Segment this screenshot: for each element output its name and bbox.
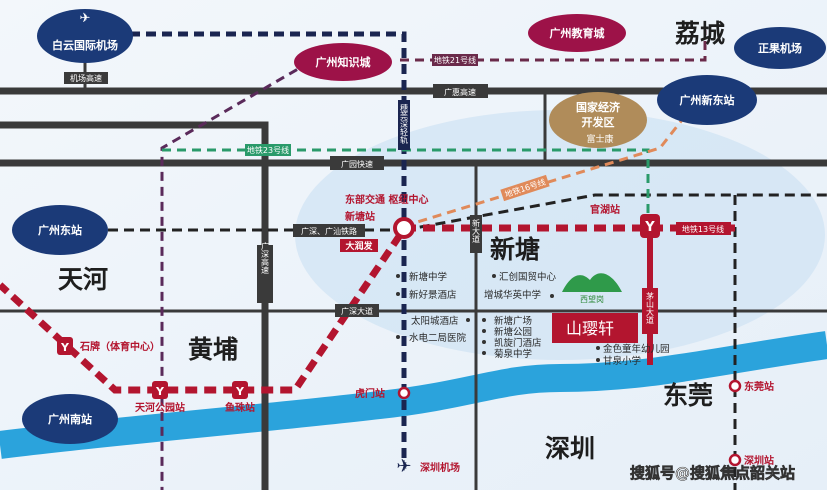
guangshen-highway-label: 广深高速 [261, 241, 270, 275]
maoshan-avenue-label: 茅山大道 [646, 291, 655, 325]
guangshen-avenue-label: 广深大道 [341, 306, 373, 316]
poi-list: 新塘中学 新好景酒店 太阳城酒店 水电二局医院 汇创国贸中心 增城华英中学 新塘… [396, 271, 670, 367]
econ-zone-label-1: 国家经济 [576, 100, 621, 114]
xintang-area-bubble [295, 110, 825, 360]
knowledge-city-label: 广州知识城 [316, 55, 371, 69]
poi-label: 太阳城酒店 [411, 315, 459, 327]
station-labels: 东部交通 枢纽中心 新塘站 大润发 官湖站 石牌（体育中心） 天河公园站 鱼珠站… [79, 193, 774, 474]
baiyun-airport-oval [37, 9, 133, 63]
dongguan-station-label: 东莞站 [744, 380, 774, 393]
baiyun-airport-label: 白云国际机场 [52, 38, 118, 52]
station-icons: Y Y Y Y ✈ [57, 214, 742, 477]
east-station-label: 广州东站 [38, 223, 82, 237]
region-labels: 荔城 天河 黄埔 新塘 东莞 深圳 [58, 19, 725, 463]
poi-label: 水电二局医院 [409, 332, 467, 344]
tianhe-park-metro-icon [152, 381, 168, 399]
yuzhu-metro-icon [232, 381, 248, 399]
south-station-label: 广州南站 [48, 412, 92, 426]
lichen-label: 荔城 [675, 19, 725, 48]
guangshen-highway [0, 121, 269, 490]
light-rail-line [130, 31, 407, 460]
metro-line-5 [0, 233, 403, 394]
line23-label: 地铁23号线 [247, 145, 289, 155]
landmark-ovals: ✈ 白云国际机场 广州知识城 广州教育城 正果机场 广州新东站 国家经济 开发区… [12, 9, 826, 444]
tianhe-label: 天河 [58, 265, 108, 294]
light-rail-label: 穗莞深轻轨 [400, 103, 409, 145]
poi-label: 新好景酒店 [409, 289, 457, 301]
svg-text:Y: Y [60, 341, 70, 354]
mountain-label: 西望岗 [580, 294, 604, 304]
econ-zone-oval [549, 92, 647, 148]
shipai-label: 石牌（体育中心） [79, 340, 160, 353]
yuzhu-label: 鱼珠站 [225, 401, 255, 414]
poi-label: 汇创国贸中心 [499, 271, 557, 283]
shenzhen-airport-plane-icon: ✈ [396, 456, 411, 477]
fushikang-label: 富士康 [586, 133, 613, 145]
svg-text:Y: Y [235, 385, 245, 398]
hub-label: 东部交通 枢纽中心 [345, 193, 428, 206]
guangyuan-label: 广园快速 [341, 159, 373, 169]
humen-label: 虎门站 [355, 387, 385, 400]
dongguan-station-icon [728, 379, 742, 393]
guanhu-metro-icon [640, 214, 660, 238]
project-label: 山璎轩 [566, 319, 614, 338]
road-labels: 机场高速 广惠高速 广园快速 广深高速 广深大道 广深、广汕铁路 穗莞深轻轨 新… [64, 72, 658, 334]
project-marker[interactable] [552, 313, 638, 343]
poi-label: 凯旋门酒店 [494, 337, 542, 349]
darunfa-label: 大润发 [345, 240, 373, 252]
shenzhen-station-label: 深圳站 [744, 454, 774, 467]
train-station-icon [393, 217, 415, 239]
railway-east [403, 193, 827, 232]
education-city-label: 广州教育城 [550, 26, 605, 40]
poi-label: 新塘中学 [409, 271, 447, 283]
poi-label: 金色童年幼儿园 [603, 343, 670, 355]
railway-label: 广深、广汕铁路 [301, 226, 357, 236]
huangpu-label: 黄埔 [188, 335, 238, 364]
line21-label: 地铁21号线 [434, 55, 476, 65]
poi-label: 菊泉中学 [494, 348, 532, 360]
guanghui-label: 广惠高速 [444, 87, 476, 97]
metro-line-21 [400, 30, 707, 62]
watermark: 搜狐号@搜狐焦点韶关站 [630, 464, 795, 482]
line13-label: 地铁13号线 [682, 224, 724, 234]
xintang-station-label: 新塘站 [345, 210, 375, 223]
purple-line [160, 60, 311, 490]
new-east-station-oval [657, 75, 757, 125]
education-city-oval [528, 14, 626, 52]
airport-expressway-label: 机场高速 [70, 73, 102, 83]
shenzhen-label: 深圳 [545, 434, 595, 463]
dongguan-label: 东莞 [663, 381, 713, 410]
south-station-oval [22, 394, 118, 444]
knowledge-city-oval [294, 43, 392, 81]
econ-zone-label-2: 开发区 [582, 115, 615, 129]
svg-text:Y: Y [155, 385, 165, 398]
new-east-station-label: 广州新东站 [680, 93, 735, 107]
tianhe-park-label: 天河公园站 [135, 401, 185, 414]
guangxin-avenue-label: 新大道 [472, 218, 481, 244]
plane-icon: ✈ [80, 11, 91, 26]
humen-station-icon [397, 386, 411, 400]
metro-line-16 [403, 119, 684, 228]
metro-line-23 [162, 148, 650, 225]
xintang-label: 新塘 [490, 235, 540, 264]
river [0, 331, 827, 459]
shenzhen-station-icon [728, 453, 742, 467]
mountain-icon [562, 273, 622, 292]
east-station-oval [12, 205, 108, 255]
poi-label: 增城华英中学 [484, 289, 541, 301]
shenzhen-airport-label: 深圳机场 [420, 461, 460, 474]
guanhu-label: 官湖站 [590, 203, 620, 216]
zhengguo-airport-oval [734, 27, 826, 69]
svg-text:Y: Y [644, 220, 655, 235]
poi-label: 新塘公园 [494, 326, 532, 338]
poi-label: 新塘广场 [494, 315, 532, 327]
zhengguo-airport-label: 正果机场 [758, 41, 802, 55]
poi-label: 甘泉小学 [603, 355, 641, 367]
shipai-metro-icon [57, 337, 73, 355]
